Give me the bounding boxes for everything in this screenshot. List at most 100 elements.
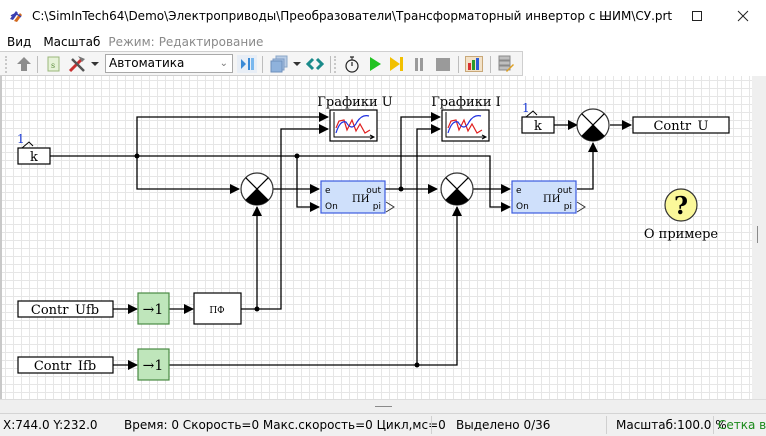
junction-dot <box>398 186 404 192</box>
chevron-down-icon <box>293 62 301 66</box>
vertical-scroll-thumb[interactable] <box>757 226 758 243</box>
maximize-button[interactable] <box>674 0 720 32</box>
status-bar: X:744.0 Y:232.0 Время: 0 Скорость=0 Макс… <box>0 413 766 436</box>
plot-i-label: Графики I <box>431 95 501 110</box>
pi-controller-2[interactable]: e On ПИ out pi <box>511 180 586 214</box>
port-pi: pi <box>564 202 572 212</box>
menu-view[interactable]: Вид <box>7 34 32 49</box>
summator-3[interactable] <box>576 108 610 142</box>
svg-text:s: s <box>51 61 55 70</box>
wire <box>241 124 329 310</box>
layers-button[interactable] <box>268 55 290 73</box>
run-button[interactable] <box>366 55 384 73</box>
input-contr-ufb[interactable]: Contr_Ufb <box>17 300 114 318</box>
close-button[interactable] <box>720 0 766 32</box>
wire <box>577 142 598 190</box>
palette-combo[interactable]: Автоматика ⌄ <box>105 54 233 73</box>
port-pi: pi <box>373 202 381 212</box>
junction-dot <box>254 306 260 312</box>
vertical-scrollbar[interactable] <box>752 76 766 399</box>
script-button[interactable]: s <box>43 55 63 73</box>
constant-block-2[interactable]: 1 k <box>521 101 555 134</box>
status-selected: Выделено 0/36 <box>456 418 551 432</box>
toolbar-separator <box>458 56 459 73</box>
constant-label: k <box>534 119 542 134</box>
chart-button[interactable] <box>464 55 484 73</box>
summator-2[interactable] <box>440 172 474 206</box>
question-icon: ? <box>674 191 688 220</box>
plot-block-u[interactable]: Графики U <box>317 95 393 142</box>
chevron-down-icon <box>91 62 99 66</box>
horizontal-scroll-thumb[interactable] <box>375 406 392 407</box>
port-on: On <box>325 202 338 212</box>
timer-button[interactable] <box>342 55 362 73</box>
chart-icon <box>465 56 483 72</box>
window-title: C:\SimInTech64\Demo\Электроприводы\Преоб… <box>32 9 673 23</box>
stop-button[interactable] <box>434 55 452 73</box>
constant-marker-icon <box>525 110 538 118</box>
tools-button[interactable] <box>66 55 88 73</box>
output-contr-u[interactable]: Contr_U <box>632 116 730 134</box>
wires <box>50 112 632 370</box>
script-icon: s <box>47 56 60 72</box>
app-logo-icon <box>10 11 22 22</box>
toolbar-separator <box>262 56 263 73</box>
up-level-button[interactable] <box>14 55 34 73</box>
junction-dot <box>414 362 420 368</box>
minimize-button[interactable] <box>582 0 628 32</box>
plot-block-i[interactable]: Графики I <box>431 95 501 142</box>
pi-label: ПИ <box>352 194 370 205</box>
layers-icon <box>270 55 288 73</box>
menu-scale[interactable]: Масштаб <box>43 34 101 49</box>
toolbar-grip[interactable] <box>334 56 338 73</box>
toolbar-separator <box>37 56 38 73</box>
toolbar: s Автоматика ⌄ <box>0 51 523 76</box>
edit-list-button[interactable] <box>496 55 516 73</box>
status-separator <box>431 416 432 434</box>
gain-label: →1 <box>143 302 164 318</box>
diagram-canvas[interactable]: 1 k e On ПИ out pi <box>0 76 752 399</box>
diagram[interactable]: 1 k e On ПИ out pi <box>0 76 750 399</box>
menu-bar: Вид Масштаб Режим: Редактирование <box>0 32 766 51</box>
close-icon <box>737 10 749 22</box>
filter-block[interactable]: ПФ <box>193 292 242 325</box>
status-coords: X:744.0 Y:232.0 <box>3 418 98 432</box>
help-label: О примере <box>644 227 719 242</box>
link-button[interactable] <box>305 55 325 73</box>
junction-dot <box>294 153 300 159</box>
pi-label: ПИ <box>543 194 561 205</box>
output-label: Contr_U <box>653 119 708 134</box>
palette-combo-value: Автоматика <box>109 56 185 70</box>
step-button[interactable] <box>388 55 406 73</box>
constant-marker-icon <box>21 141 34 149</box>
pause-button[interactable] <box>411 55 427 73</box>
constant-block-1[interactable]: 1 k <box>17 132 51 165</box>
stopwatch-icon <box>345 56 359 73</box>
output-port-icon <box>576 201 586 213</box>
horizontal-scrollbar[interactable] <box>0 399 766 413</box>
pi-controller-1[interactable]: e On ПИ out pi <box>320 180 395 214</box>
gain-block-ifb[interactable]: →1 <box>137 348 170 381</box>
layers-dropdown[interactable] <box>292 55 302 73</box>
gain-block-ufb[interactable]: →1 <box>137 292 170 325</box>
align-button[interactable] <box>237 55 257 73</box>
input-contr-ifb[interactable]: Contr_Ifb <box>17 356 114 374</box>
constant-label: k <box>30 150 38 165</box>
plot-thumbnail-icon <box>333 112 376 140</box>
align-icon <box>241 58 254 70</box>
wire <box>296 156 320 212</box>
title-bar: C:\SimInTech64\Demo\Электроприводы\Преоб… <box>0 0 766 32</box>
junction-dot <box>134 153 140 159</box>
status-grid: Сетка вкл <box>718 418 766 432</box>
wire <box>136 112 329 156</box>
wire <box>400 112 441 189</box>
help-block[interactable]: ? О примере <box>644 188 719 242</box>
summator-1[interactable] <box>240 172 274 206</box>
tools-dropdown[interactable] <box>90 55 100 73</box>
port-on: On <box>516 202 529 212</box>
plot-thumbnail-icon <box>445 112 488 140</box>
gain-label: →1 <box>143 358 164 374</box>
toolbar-grip[interactable] <box>5 56 9 73</box>
play-icon <box>370 57 381 71</box>
plot-u-label: Графики U <box>317 95 392 110</box>
